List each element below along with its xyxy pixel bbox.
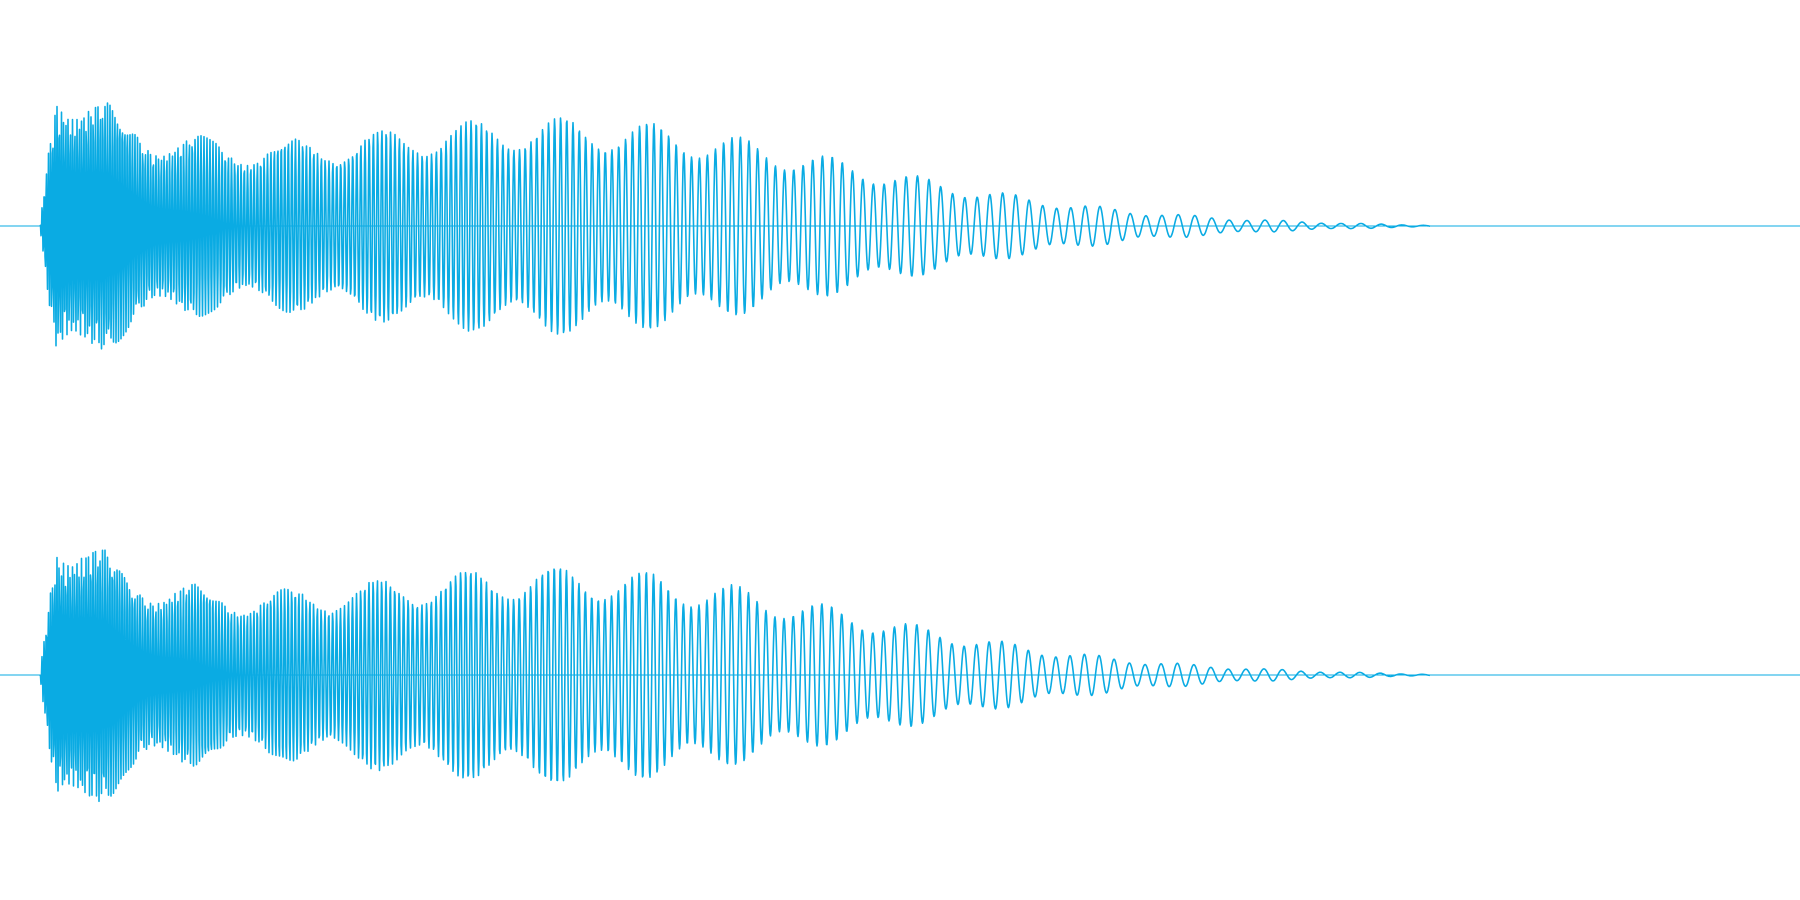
waveform-trace [39, 102, 1431, 350]
waveform-channel-bottom [0, 549, 1800, 803]
waveform-trace [39, 549, 1431, 803]
waveform-channel-top [0, 102, 1800, 350]
